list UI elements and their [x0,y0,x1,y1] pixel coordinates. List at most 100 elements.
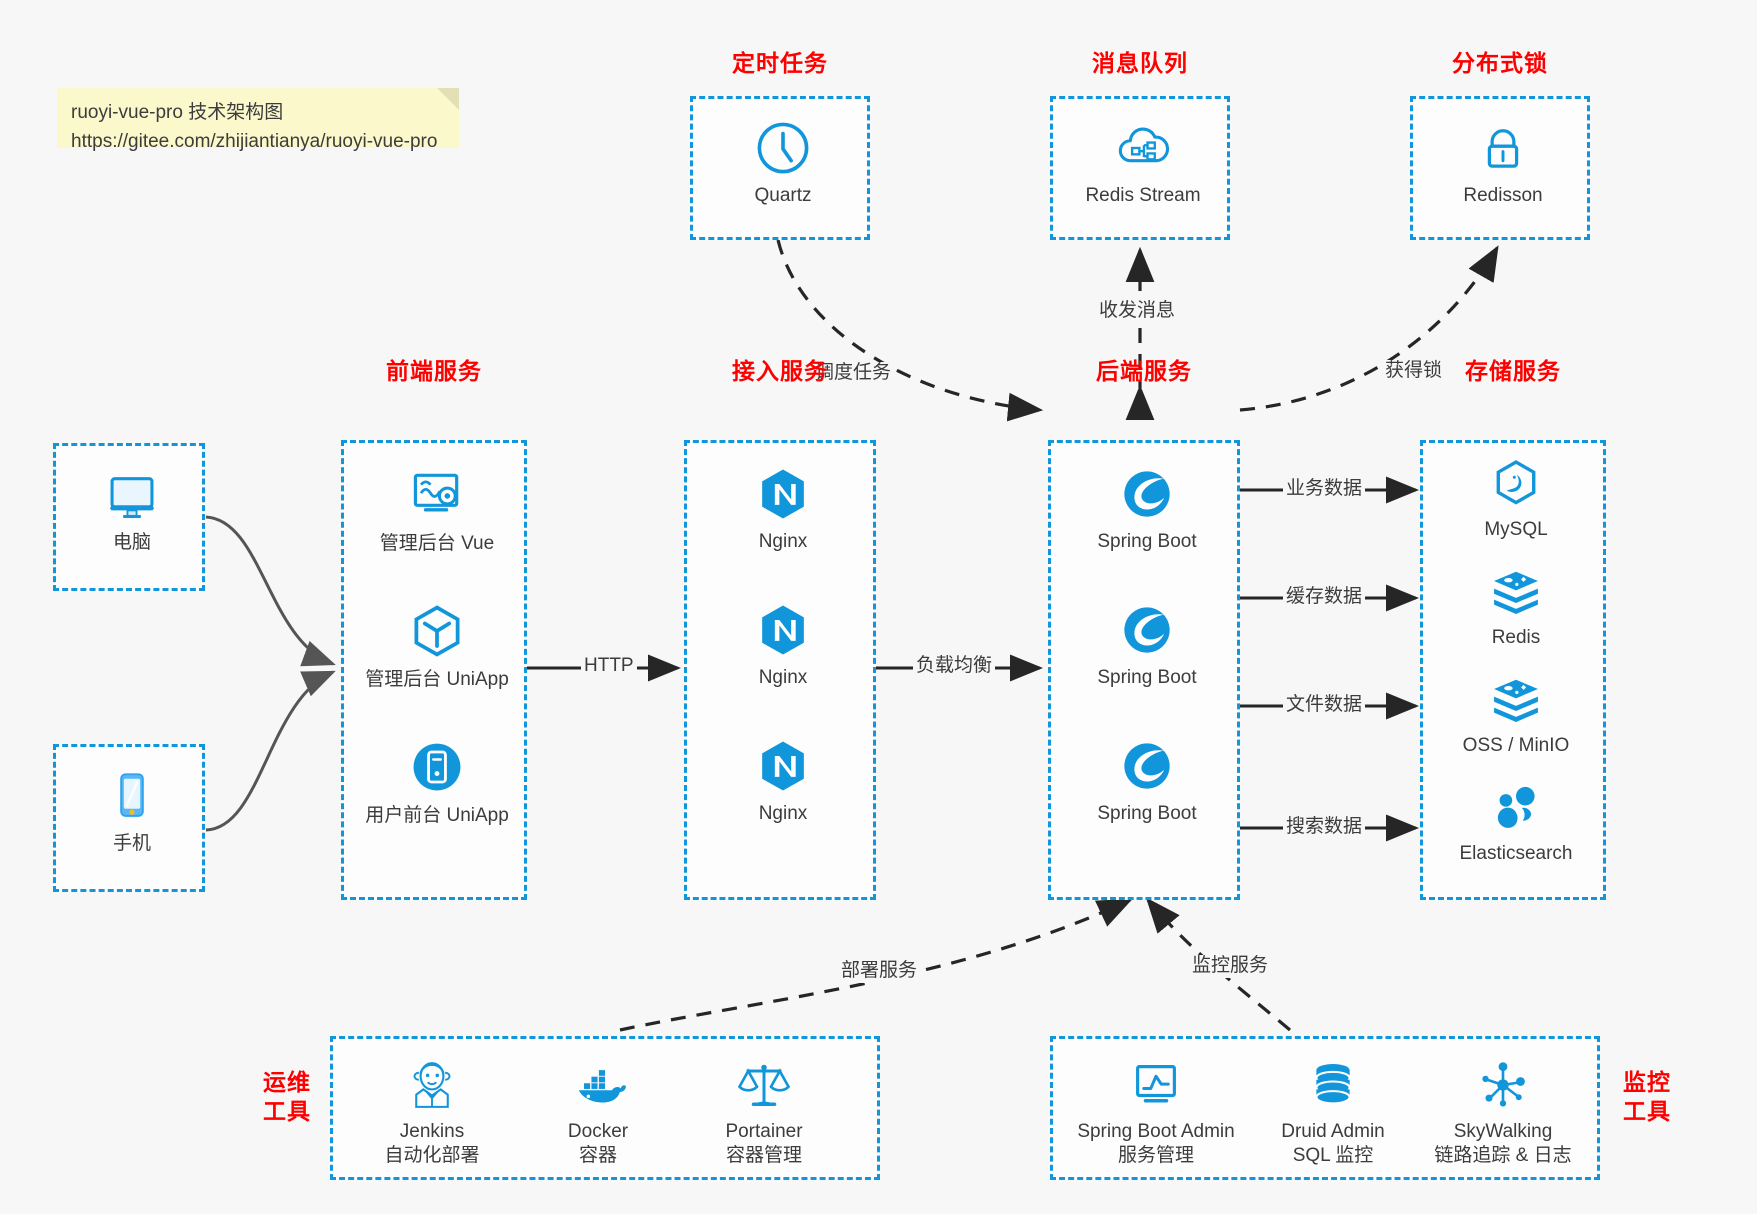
mobile-circle-icon [413,743,461,791]
node-admin-uniapp[interactable]: 管理后台 UniApp [344,601,530,692]
node-label: Spring Boot [1097,531,1197,552]
node-label: Quartz [754,185,812,206]
node-label: SkyWalking [1453,1121,1553,1142]
cloud-network-icon [1118,127,1170,163]
group-title-gateway: 接入服务 [732,358,828,384]
node-skywalking[interactable]: SkyWalking 链路追踪 & 日志 [1411,1057,1595,1169]
node-label: 管理后台 UniApp [365,669,509,690]
node-sublabel: 自动化部署 [384,1145,480,1167]
node-label: Druid Admin [1281,1121,1385,1142]
edge-label-send-recv-msg: 收发消息 [1096,300,1179,323]
node-sublabel: 链路追踪 & 日志 [1434,1145,1572,1167]
group-title-devops: 运维 工具 [256,1068,318,1126]
edge-mobile-to-frontend [205,670,336,832]
hexagon-cube-icon [414,605,460,657]
redis-stack-icon [1494,571,1538,614]
edge-label-cache-data: 缓存数据 [1283,586,1366,609]
group-title-message-queue: 消息队列 [1092,50,1188,76]
group-box-frontend[interactable]: 管理后台 Vue 管理后台 UniApp 用户前台 UniApp [341,440,527,900]
database-cylinder-icon [1315,1064,1351,1105]
group-title-monitoring-line1: 监控 [1623,1069,1671,1095]
node-label: 手机 [112,833,151,854]
group-box-gateway[interactable]: Nginx Nginx Nginx [684,440,876,900]
edge-label-search-data: 搜索数据 [1283,816,1366,839]
node-elasticsearch[interactable]: Elasticsearch [1423,781,1609,866]
diagram-note: ruoyi-vue-pro 技术架构图 https://gitee.com/zh… [57,88,459,152]
node-sublabel: 容器 [578,1145,617,1167]
group-box-backend[interactable]: Spring Boot Spring Boot Spring Boot [1048,440,1240,900]
node-label: Redis [1491,627,1541,648]
node-mysql[interactable]: MySQL [1423,457,1609,542]
group-box-client-mobile[interactable]: 手机 [53,744,205,892]
elasticsearch-icon [1497,786,1535,828]
nginx-icon [762,605,804,655]
group-title-monitoring-line2: 工具 [1623,1097,1671,1124]
edge-label-business-data: 业务数据 [1283,478,1366,501]
node-nginx-1[interactable]: Nginx [687,465,879,554]
group-box-monitoring[interactable]: Spring Boot Admin 服务管理 Druid Admin SQL 监… [1050,1036,1600,1180]
lock-icon [1487,129,1519,168]
node-label: OSS / MinIO [1462,735,1570,756]
node-quartz[interactable]: Quartz [693,119,873,208]
node-label: Nginx [758,667,808,688]
node-nginx-3[interactable]: Nginx [687,737,879,826]
node-sublabel: 服务管理 [1117,1145,1194,1167]
group-box-client-desktop[interactable]: 电脑 [53,443,205,591]
group-box-devops[interactable]: Jenkins 自动化部署 Docker 容器 [330,1036,880,1180]
node-admin-vue[interactable]: 管理后台 Vue [344,465,530,556]
group-box-storage[interactable]: MySQL Redis OSS / MinIO [1420,440,1606,900]
node-label: Spring Boot [1097,667,1197,688]
node-jenkins[interactable]: Jenkins 自动化部署 [357,1057,507,1169]
node-label: 用户前台 UniApp [365,805,509,826]
note-line-2: https://gitee.com/zhijiantianya/ruoyi-vu… [71,130,438,152]
mysql-icon [1496,460,1536,505]
node-label: Spring Boot Admin [1077,1121,1235,1142]
node-spring-boot-admin[interactable]: Spring Boot Admin 服务管理 [1061,1057,1251,1169]
edge-label-load-balance: 负载均衡 [913,655,996,678]
skywalking-node-icon [1482,1062,1525,1107]
group-title-scheduled-task: 定时任务 [732,50,828,76]
nginx-icon [762,741,804,791]
node-desktop[interactable]: 电脑 [56,466,208,555]
node-spring-boot-1[interactable]: Spring Boot [1051,465,1243,554]
edge-label-http: HTTP [581,655,637,678]
node-redis[interactable]: Redis [1423,565,1609,650]
node-mobile[interactable]: 手机 [56,767,208,856]
node-label: Elasticsearch [1459,843,1573,864]
node-portainer[interactable]: Portainer 容器管理 [689,1057,839,1169]
node-label: Docker [567,1121,629,1142]
node-oss-minio[interactable]: OSS / MinIO [1423,673,1609,758]
desktop-monitor-icon [110,477,154,519]
node-spring-boot-3[interactable]: Spring Boot [1051,737,1243,826]
spring-boot-icon [1124,743,1170,789]
node-druid-admin[interactable]: Druid Admin SQL 监控 [1258,1057,1408,1169]
node-spring-boot-2[interactable]: Spring Boot [1051,601,1243,690]
group-title-monitoring: 监控 工具 [1616,1068,1678,1126]
smartphone-icon [120,773,144,817]
node-redis-stream[interactable]: Redis Stream [1053,119,1233,208]
node-label: Redis Stream [1085,185,1201,206]
node-user-uniapp[interactable]: 用户前台 UniApp [344,737,530,828]
node-label: Nginx [758,531,808,552]
group-title-backend: 后端服务 [1096,358,1192,384]
note-fold-corner [437,88,459,110]
dashboard-gear-icon [413,473,459,512]
node-redisson[interactable]: Redisson [1413,119,1593,208]
group-title-distributed-lock: 分布式锁 [1452,50,1548,76]
group-box-distributed-lock[interactable]: Redisson [1410,96,1590,240]
group-box-scheduled-task[interactable]: Quartz [690,96,870,240]
spring-boot-icon [1124,607,1170,653]
edge-label-deploy-service: 部署服务 [838,960,921,983]
redis-stack-icon [1494,679,1538,722]
edge-label-monitor-service: 监控服务 [1189,955,1272,978]
group-box-message-queue[interactable]: Redis Stream [1050,96,1230,240]
node-label: Spring Boot [1097,803,1197,824]
edge-label-file-data: 文件数据 [1283,694,1366,717]
node-docker[interactable]: Docker 容器 [523,1057,673,1169]
node-sublabel: 容器管理 [725,1145,802,1167]
scales-balance-icon [737,1064,791,1106]
node-sublabel: SQL 监控 [1292,1145,1374,1167]
node-nginx-2[interactable]: Nginx [687,601,879,690]
nginx-icon [762,469,804,519]
